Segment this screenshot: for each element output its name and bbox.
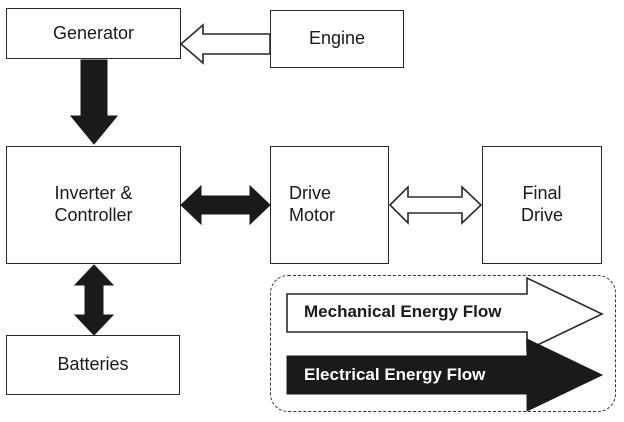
inverter-batteries-electrical-arrow	[73, 264, 115, 336]
legend-electrical-label: Electrical Energy Flow	[304, 365, 486, 384]
inverter-drive-motor-electrical-arrow	[180, 184, 271, 226]
final-drive-label: Final Drive	[520, 183, 563, 225]
drive-motor-final-drive-mechanical-arrow	[388, 185, 483, 225]
generator-box: Generator	[6, 8, 181, 59]
legend-mechanical-label: Mechanical Energy Flow	[304, 302, 502, 321]
final-drive-box: Final Drive	[482, 146, 602, 264]
legend-mechanical-arrow	[286, 276, 604, 352]
generator-label: Generator	[52, 22, 135, 43]
drive-motor-label: Drive Motor	[289, 183, 336, 225]
legend-box	[270, 275, 616, 412]
inverter-controller-box: Inverter & Controller	[6, 146, 181, 264]
legend-electrical-arrow	[286, 338, 604, 412]
engine-to-generator-mechanical-arrow	[179, 23, 271, 65]
inverter-controller-label: Inverter & Controller	[54, 183, 133, 225]
batteries-box: Batteries	[6, 335, 180, 395]
generator-to-inverter-electrical-arrow	[69, 59, 119, 145]
drive-motor-box: Drive Motor	[270, 146, 389, 264]
batteries-label: Batteries	[57, 354, 129, 375]
engine-label: Engine	[308, 28, 366, 49]
